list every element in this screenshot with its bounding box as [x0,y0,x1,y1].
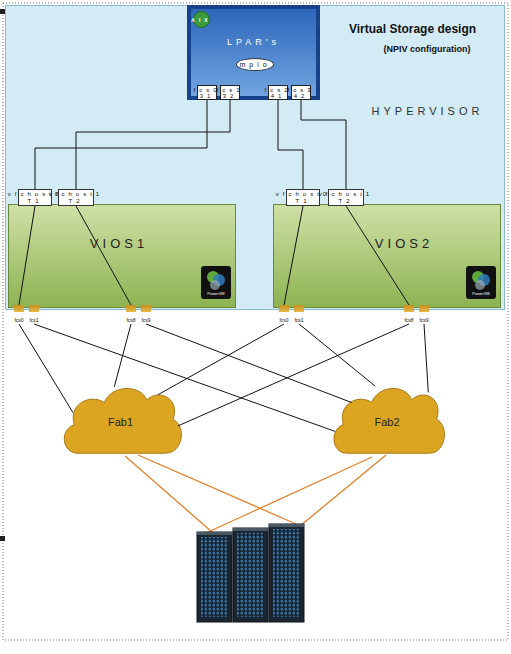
physical-fc-port: fcs9 [416,305,432,324]
aix-icon: AIX [193,11,210,28]
port-label: fcs9 [419,317,428,324]
fc-link [278,100,303,189]
physical-fc-port: fcs8 [401,305,417,324]
vios-label: VIOS2 [375,236,433,251]
port-label: fcs1 [217,87,244,93]
corner-mark [0,536,5,541]
fc-link [34,324,335,431]
fc-link [114,324,131,387]
vfchost-adapter: vfchost0T1 [286,189,320,206]
port-label: fcs0 [194,87,221,93]
fc-link [19,206,35,305]
fabric-cloud: Fab1 [58,383,183,461]
port-label: fcs2 [265,87,292,93]
port-label: fcs9 [141,317,150,324]
physical-fc-port: fcs0 [11,305,27,324]
physical-fc-port: fcs1 [291,305,307,324]
powervm-logo [466,266,496,299]
physical-fc-port: fcs1 [26,305,42,324]
port-label: fcs8 [404,317,413,324]
adapter-label: T2 [68,198,83,205]
adapter-label: T1 [27,198,42,205]
port-label: fcs0 [279,317,288,324]
physical-fc-port: fcs0 [276,305,292,324]
fc-link [76,100,230,189]
page-border [3,3,508,640]
fc-link [284,206,303,305]
fc-link [346,206,409,305]
mpio-oval: mpio [236,58,274,71]
port-label: 31 [200,93,215,99]
fc-link [178,324,409,426]
port-label: fcs0 [14,317,23,324]
storage-links [125,455,386,533]
hypervisor-band: HYPERVISORLPAR'sAIXmpiofcs031fcs132fcs24… [5,5,505,310]
port-label: fcs1 [294,317,303,324]
vios-label: VIOS1 [90,236,148,251]
adapter-label: vfchost1 [319,191,373,198]
lpar-label: LPAR's [227,37,280,47]
vfchost-adapter: vfchost1T2 [328,189,364,206]
fc-link [19,324,73,413]
lpar-box: LPAR'sAIXmpiofcs031fcs132fcs241fcs342 [187,5,320,100]
vfchost-adapter: vfchost1T2 [58,189,94,206]
mpio-label: mpio [239,61,270,68]
physical-fc-port: fcs9 [138,305,154,324]
physical-fc-port: fcs8 [123,305,139,324]
fc-link [35,100,207,189]
port-label: 41 [271,93,286,99]
fc-link [301,100,346,189]
vfchost-adapter: vfchost0T1 [18,189,52,206]
fc-link [76,206,131,305]
fc-link [158,324,284,395]
port-label: fcs1 [29,317,38,324]
fc-link [146,324,352,403]
virtual-fc-port: fcs241 [268,85,288,100]
virtual-fc-port: fcs031 [197,85,217,100]
aix-label: AIX [191,17,211,23]
storage-array [197,524,304,622]
port-label: 42 [294,93,309,99]
adapter-label: T1 [295,198,310,205]
port-label: fcs3 [288,87,315,93]
virtual-fc-port: fcs132 [220,85,240,100]
powervm-logo [201,266,231,299]
port-label: fcs8 [126,317,135,324]
port-label: 32 [223,93,238,99]
adapter-label: T2 [338,198,353,205]
fabric-label: Fab2 [374,416,399,428]
virtual-fc-port: fcs342 [291,85,311,100]
fabric-label: Fab1 [108,416,133,428]
fc-link [299,324,375,386]
fabric-cloud: Fab2 [328,383,446,461]
adapter-label: vfchost1 [49,191,103,198]
hypervisor-label: HYPERVISOR [372,105,484,117]
fc-link [424,324,428,392]
